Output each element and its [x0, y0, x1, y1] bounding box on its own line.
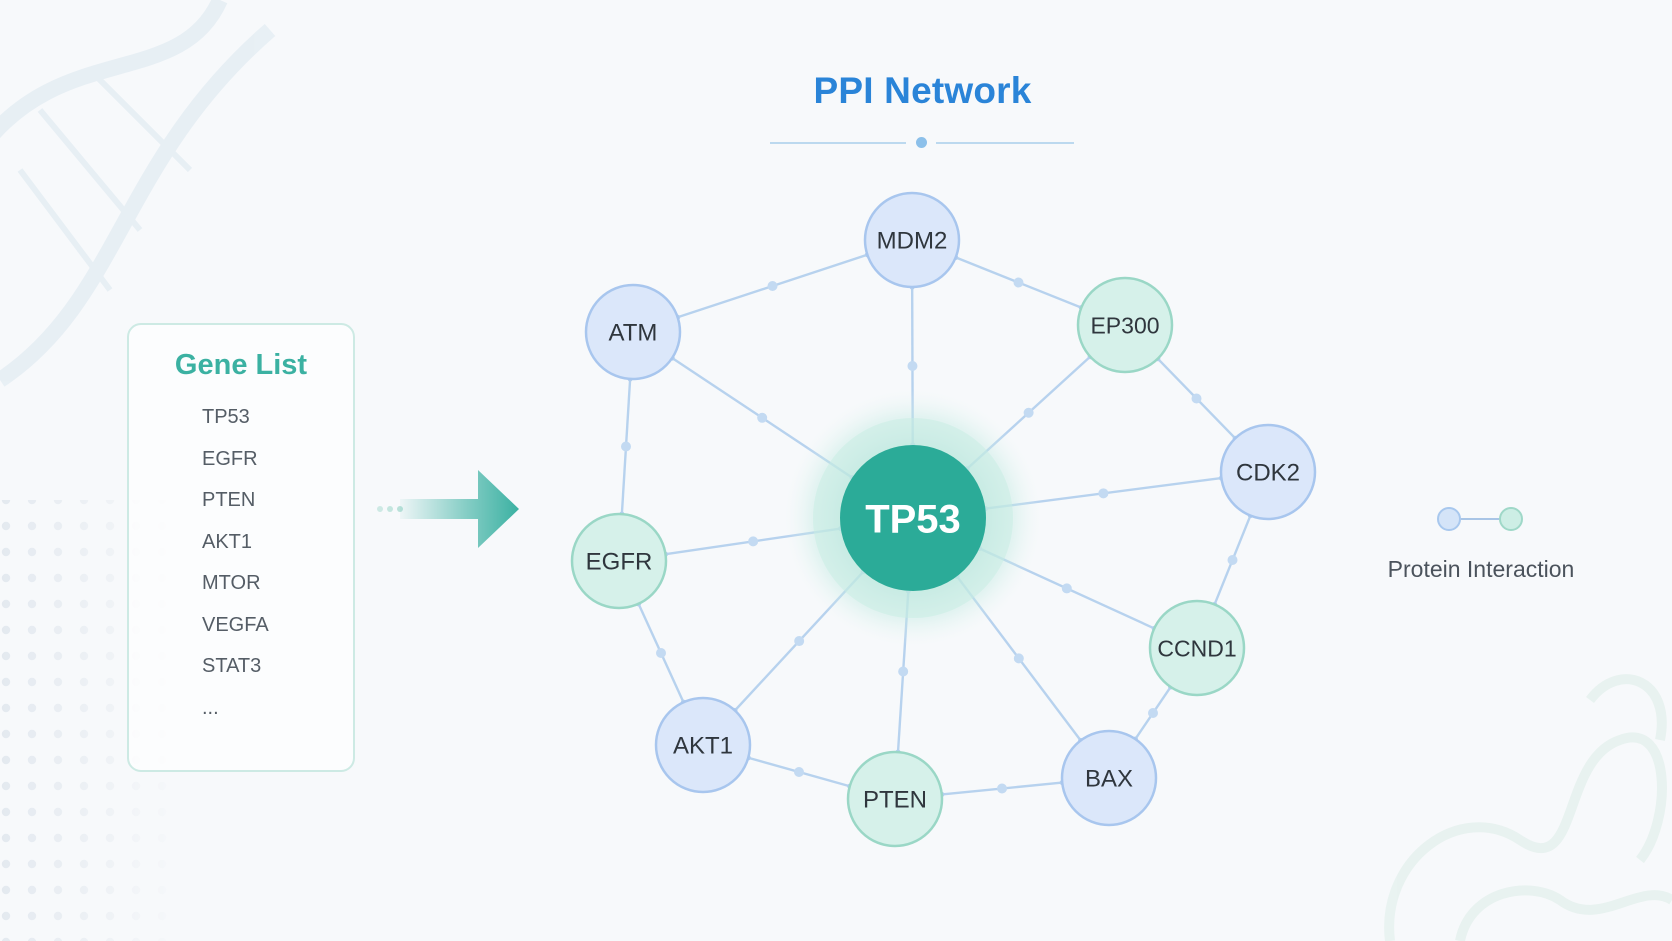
node-circle [570, 512, 668, 610]
node-circle [1219, 423, 1317, 521]
node-ep300[interactable]: EP300 [1076, 276, 1174, 374]
edge-midpoint-dot [621, 441, 631, 452]
node-label: EP300 [1090, 312, 1159, 338]
gene-list: TP53 EGFR PTEN AKT1 MTOR VEGFA STAT3 ... [202, 407, 269, 739]
node-label: EGFR [586, 549, 653, 576]
node-bax[interactable]: BAX [1060, 729, 1158, 827]
gene-list-panel: Gene List TP53 EGFR PTEN AKT1 MTOR VEGFA… [127, 323, 355, 772]
edge-midpoint-dot [794, 767, 804, 777]
node-egfr[interactable]: EGFR [570, 512, 668, 610]
edge-midpoint-dot [1023, 407, 1034, 418]
gene-list-item: STAT3 [202, 655, 262, 677]
node-circle [584, 283, 682, 381]
edge-midpoint-dot [748, 536, 759, 547]
edge-midpoint-dot [1148, 708, 1158, 718]
node-label: BAX [1085, 766, 1133, 793]
node-tp53[interactable]: TP53 [840, 445, 986, 591]
gene-list-item: TP53 [202, 406, 250, 428]
flow-arrow-icon [377, 470, 519, 548]
legend-node-blue [1437, 507, 1461, 531]
gene-list-title: Gene List [174, 349, 308, 381]
page-title: PPI Network [813, 70, 1032, 111]
node-circle [1148, 599, 1246, 697]
node-ccnd1[interactable]: CCND1 [1148, 599, 1246, 697]
edge-midpoint-dot [898, 666, 909, 677]
edge-midpoint-dot [1061, 583, 1072, 594]
legend-node-green [1499, 507, 1523, 531]
node-circle [654, 696, 752, 794]
node-circle [1076, 276, 1174, 374]
node-mdm2[interactable]: MDM2 [863, 191, 961, 289]
node-circle [840, 445, 986, 591]
edge-midpoint-dot [656, 648, 666, 658]
edge-midpoint-dot [997, 783, 1007, 794]
node-label: CCND1 [1157, 635, 1236, 661]
gene-list-item: PTEN [202, 489, 256, 511]
gene-list-item: EGFR [202, 447, 258, 470]
node-pten[interactable]: PTEN [846, 750, 944, 848]
node-atm[interactable]: ATM [584, 283, 682, 381]
node-label: MDM2 [877, 228, 948, 255]
node-label: TP53 [865, 497, 961, 541]
node-cdk2[interactable]: CDK2 [1219, 423, 1317, 521]
node-label: PTEN [863, 787, 927, 814]
legend: Protein Interaction [1370, 500, 1592, 590]
gene-list-item: MTOR [202, 572, 261, 594]
node-label: ATM [609, 320, 658, 347]
title-divider-left [770, 142, 906, 144]
protein-structure-icon [1384, 674, 1672, 941]
edge-midpoint-dot [757, 412, 768, 423]
legend-label: Protein Interaction [1387, 556, 1575, 582]
node-circle [863, 191, 961, 289]
node-akt1[interactable]: AKT1 [654, 696, 752, 794]
edge-midpoint-dot [907, 361, 918, 372]
edge-midpoint-dot [1013, 277, 1024, 288]
node-circle [846, 750, 944, 848]
node-label: AKT1 [673, 733, 733, 760]
edge-midpoint-dot [1191, 393, 1202, 404]
gene-list-item: ... [202, 696, 219, 719]
dna-helix-icon [0, 0, 276, 387]
edge-midpoint-dot [1013, 653, 1024, 664]
title-divider-dot [916, 137, 927, 148]
edge-midpoint-dot [794, 636, 805, 647]
legend-edge-line [1461, 518, 1499, 520]
edge-midpoint-dot [767, 281, 778, 291]
node-circle [1060, 729, 1158, 827]
gene-list-item: VEGFA [202, 613, 269, 636]
gene-list-item: AKT1 [202, 530, 253, 553]
node-label: CDK2 [1236, 460, 1300, 487]
edge-midpoint-dot [1227, 555, 1238, 565]
title-divider-right [936, 142, 1074, 144]
edge-midpoint-dot [1098, 488, 1109, 499]
